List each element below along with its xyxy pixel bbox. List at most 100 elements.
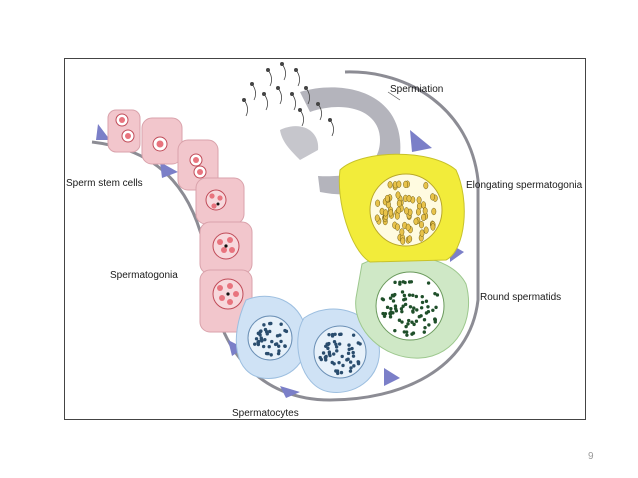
nucleus-dot xyxy=(384,194,390,203)
nucleus-dot xyxy=(417,315,422,319)
sertoli-wedge xyxy=(96,124,110,140)
nucleus-dot xyxy=(423,325,427,330)
sertoli-wedge xyxy=(280,386,300,398)
nucleus-dot xyxy=(426,305,430,309)
nucleus-dot xyxy=(340,354,344,359)
nucleus-dot xyxy=(424,311,429,315)
nucleus-dot xyxy=(433,320,437,324)
nucleus-dot xyxy=(396,180,402,188)
nucleus-dot xyxy=(270,339,274,344)
nucleus-dot xyxy=(346,351,351,356)
nucleus-dot xyxy=(433,317,437,321)
nucleus-dot xyxy=(405,223,411,231)
nucleus-dot xyxy=(406,322,410,326)
nucleus-dot xyxy=(356,361,361,366)
released-sperm xyxy=(241,62,334,137)
nucleus-dot xyxy=(419,221,424,229)
nucleus-dot xyxy=(397,318,402,322)
nucleus-dot xyxy=(341,363,345,368)
nucleus-dot xyxy=(407,280,412,284)
nucleus-dot xyxy=(415,208,421,216)
nucleus-dot xyxy=(333,332,337,336)
nucleus-dot xyxy=(419,306,424,310)
nucleus-dot xyxy=(266,351,270,356)
nucleus-dot xyxy=(416,196,422,204)
nucleus-dot xyxy=(430,193,436,201)
nucleus-dot xyxy=(269,353,273,357)
nucleus-dot xyxy=(413,217,419,226)
nucleus-dot xyxy=(405,333,409,337)
nucleus-dot xyxy=(324,354,328,359)
nucleus-dot xyxy=(411,293,415,297)
nucleus-dot xyxy=(404,330,409,334)
nucleus-dot xyxy=(403,180,409,189)
nucleus-dot xyxy=(327,352,332,356)
nucleus-dot xyxy=(348,369,353,373)
nucleus-dot xyxy=(396,199,402,208)
nucleus-dot xyxy=(349,366,353,370)
nucleus-dot xyxy=(412,306,416,310)
nucleus-dot xyxy=(321,351,326,355)
nucleus-dot xyxy=(430,223,436,231)
nucleus-dot xyxy=(334,345,339,349)
nucleus-dot xyxy=(399,307,404,311)
nucleus-dot xyxy=(335,349,339,353)
nucleus-dot xyxy=(395,191,401,199)
nucleus-dot xyxy=(356,341,360,345)
label-elongating: Elongating spermatogonia xyxy=(466,180,583,191)
nucleus-dot xyxy=(258,333,262,337)
nucleus-dot xyxy=(434,305,438,310)
slide-number: 9 xyxy=(588,451,594,462)
nucleus-dot xyxy=(391,299,396,303)
spermatocyte-chromatin xyxy=(253,321,362,376)
round-spermatid-nuclei xyxy=(380,280,440,337)
nucleus-dot xyxy=(404,324,408,329)
label-spermatocytes: Spermatocytes xyxy=(232,408,299,419)
nucleus-dot xyxy=(414,319,419,323)
nucleus-dot xyxy=(394,212,400,220)
nucleus-dot xyxy=(336,371,340,376)
nucleus-dot xyxy=(404,207,409,215)
nucleus-dot xyxy=(375,199,381,207)
nucleus-dot xyxy=(388,315,393,319)
nucleus-dot xyxy=(421,213,427,222)
nucleus-dot xyxy=(395,223,400,231)
label-round-spermatids: Round spermatids xyxy=(480,292,561,303)
nucleus-dot xyxy=(407,318,411,323)
sertoli-wedge xyxy=(384,368,400,386)
nucleus-dot xyxy=(422,330,426,334)
nucleus-dot xyxy=(352,364,356,368)
nucleus-dot xyxy=(374,214,380,222)
nucleus-dot xyxy=(423,181,429,190)
nucleus-dot xyxy=(277,349,281,353)
nucleus-dot xyxy=(326,346,330,351)
nucleus-dot xyxy=(410,320,414,324)
nucleus-dot xyxy=(420,294,424,299)
nucleus-dot xyxy=(383,312,388,316)
nucleus-dot xyxy=(400,320,404,324)
nucleus-dot xyxy=(268,329,272,334)
nucleus-dot xyxy=(347,347,351,352)
nucleus-dot xyxy=(253,342,257,346)
nucleus-dot xyxy=(337,360,341,365)
nucleus-dot xyxy=(330,332,335,337)
nucleus-dot xyxy=(263,337,267,342)
nucleus-dot xyxy=(402,298,406,302)
nucleus-dot xyxy=(424,299,429,303)
leader-lines xyxy=(387,91,401,101)
nucleus-dot xyxy=(279,339,283,344)
nucleus-dot xyxy=(334,342,338,346)
nucleus-dot xyxy=(262,323,266,327)
nucleus-dot xyxy=(332,340,337,344)
nucleus-dot xyxy=(283,344,287,349)
nucleus-dot xyxy=(350,346,354,351)
nucleus-dot xyxy=(402,293,407,298)
nucleus-dot xyxy=(283,328,287,333)
nucleus-dot xyxy=(393,328,397,333)
nucleus-dot xyxy=(399,228,405,236)
basement-membrane xyxy=(91,70,480,402)
nucleus-dot xyxy=(400,309,404,314)
nucleus-dot xyxy=(411,309,415,313)
nucleus-dot xyxy=(277,344,281,348)
